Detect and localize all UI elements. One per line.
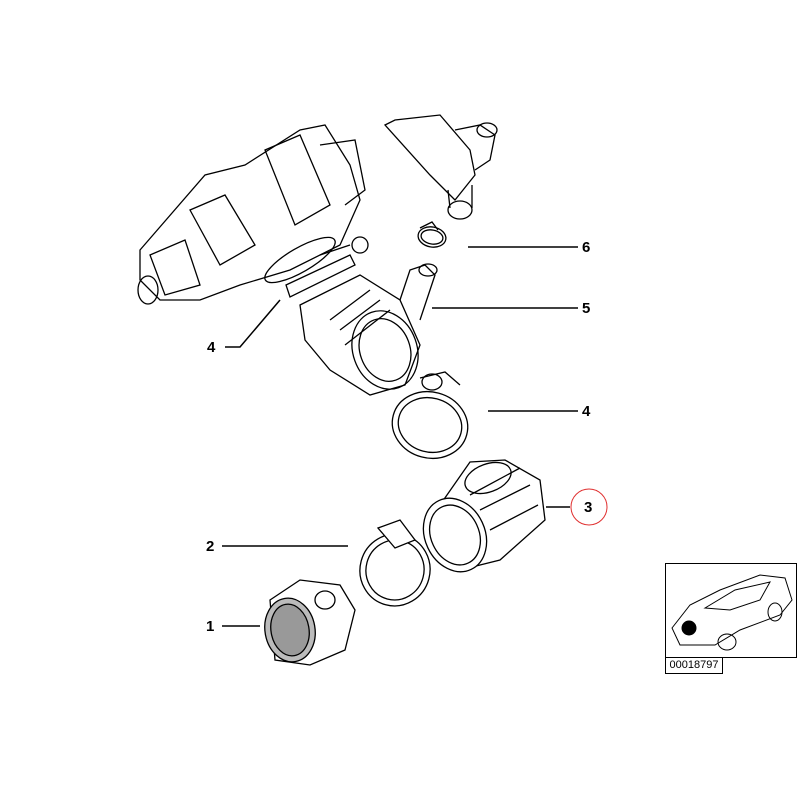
hose-clamp-small xyxy=(417,221,447,248)
highlight-circle xyxy=(570,488,608,526)
intake-boot-3 xyxy=(422,459,546,573)
leader-lines xyxy=(222,246,578,627)
throttle-body xyxy=(137,124,366,305)
location-marker-icon xyxy=(681,620,697,636)
callout-4-left[interactable]: 4 xyxy=(207,339,216,356)
callout-6[interactable]: 6 xyxy=(582,239,591,256)
callout-3[interactable]: 3 xyxy=(584,499,593,516)
callout-1[interactable]: 1 xyxy=(206,618,215,635)
vehicle-location-inset xyxy=(665,563,797,658)
idle-valve xyxy=(383,114,498,220)
callout-4-right[interactable]: 4 xyxy=(582,403,591,420)
hose-clamp-right xyxy=(391,371,469,460)
hose-clamp-left xyxy=(285,236,369,298)
diagram-part-number: 00018797 xyxy=(665,657,723,674)
inset-car-drawing xyxy=(671,574,793,651)
hose-clamp-2 xyxy=(359,519,431,607)
intake-boot-5 xyxy=(299,263,438,396)
mass-air-flow-sensor xyxy=(264,579,356,666)
callout-5[interactable]: 5 xyxy=(582,300,591,317)
callout-2[interactable]: 2 xyxy=(206,538,215,555)
